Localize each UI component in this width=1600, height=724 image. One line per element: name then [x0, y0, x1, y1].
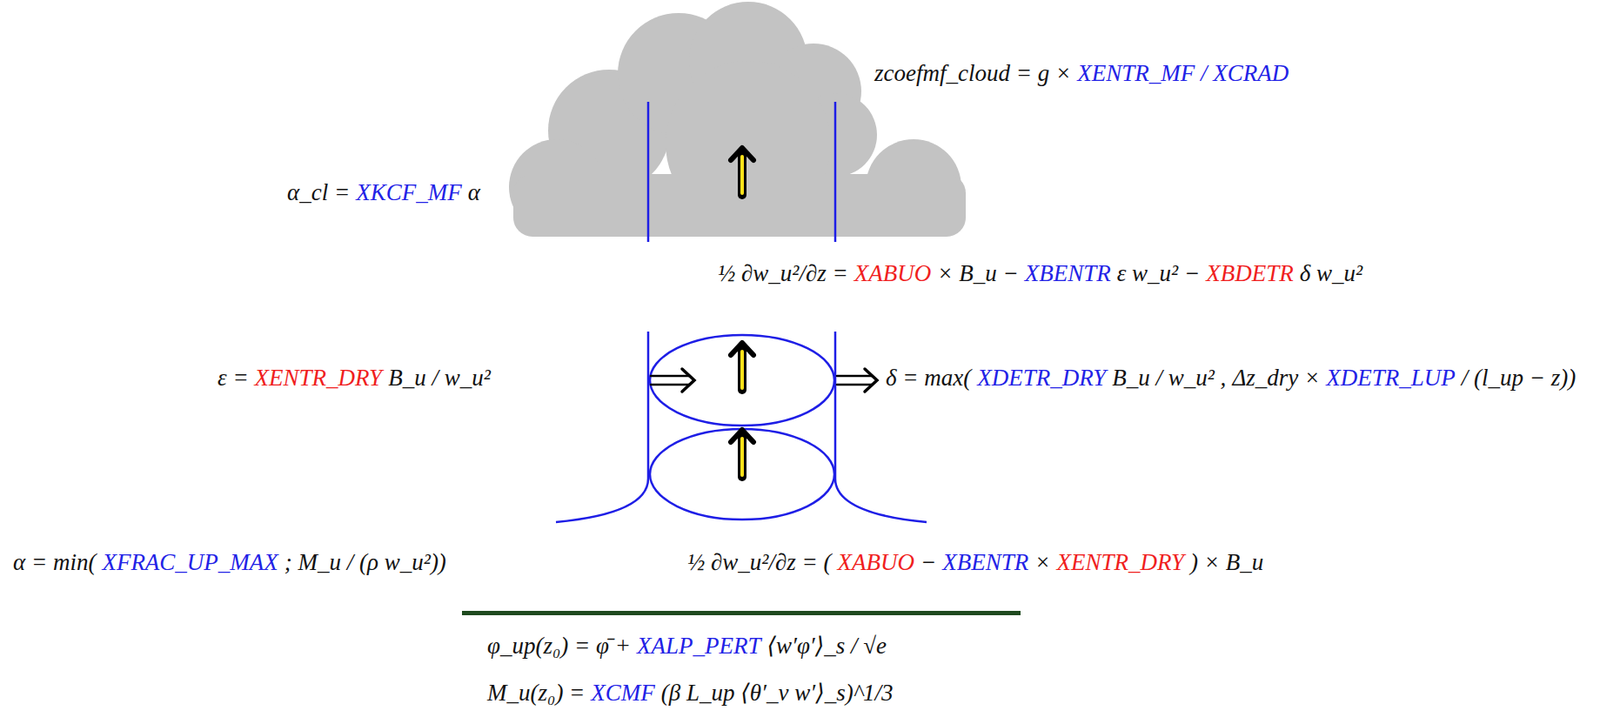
equation-term: (β L_up ⟨θ′_v w′⟩_s)^1/3 [661, 678, 894, 707]
equation-term: B_u / w_u² [388, 363, 491, 392]
parameter-name: XENTR_MF / XCRAD [1077, 59, 1289, 88]
parameter-name: XALP_PERT [636, 631, 762, 660]
equation: α = min(XFRAC_UP_MAX; M_u / (ρ w_u²)) [13, 548, 447, 576]
parameter-name: XFRAC_UP_MAX [101, 548, 278, 576]
equation-term: / (l_up − z)) [1461, 363, 1576, 392]
equation-term: α = min( [13, 548, 96, 576]
cloud [508, 1, 966, 237]
equation: ε =XENTR_DRYB_u / w_u² [217, 363, 491, 392]
equation: M_u(z₀) =XCMF(β L_up ⟨θ′_v w′⟩_s)^1/3 [487, 678, 894, 707]
equation: ½ ∂w_u²/∂z = (XABUO−XBENTR×XENTR_DRY) × … [687, 548, 1264, 576]
equation: ½ ∂w_u²/∂z =XABUO× B_u −XBENTRε w_u² −XB… [717, 259, 1363, 288]
parameter-name: XABUO [837, 548, 915, 576]
ground-line [461, 610, 1021, 616]
parameter-name: XBENTR [942, 548, 1029, 576]
equation-term: ½ ∂w_u²/∂z = [717, 259, 849, 288]
parameter-name: XDETR_LUP [1325, 363, 1456, 392]
parameter-name: XCMF [590, 678, 656, 707]
parameter-name: XKCF_MF [355, 178, 462, 207]
entrainment-arrows [650, 368, 877, 392]
equation-term: δ w_u² [1299, 259, 1363, 288]
equation-term: × [1034, 548, 1051, 576]
equation-term: × B_u − [937, 259, 1018, 288]
equation-term: α_cl = [287, 178, 350, 207]
equation-term: zcoefmf_cloud = g × [874, 59, 1072, 88]
equation-term: − [920, 548, 937, 576]
equation: zcoefmf_cloud = g ×XENTR_MF / XCRAD [874, 59, 1289, 88]
equation-term: ε w_u² − [1117, 259, 1200, 288]
equation-term: M_u(z₀) = [487, 678, 585, 707]
equation-term: B_u / w_u² , [1111, 363, 1226, 392]
parameter-name: XABUO [854, 259, 931, 288]
updraft-arrows [730, 147, 754, 477]
equation-term: ε = [217, 363, 249, 392]
equation-term: ; M_u / (ρ w_u²)) [284, 548, 447, 576]
equation-term: Δz_dry × [1231, 363, 1320, 392]
equation: φ_up(z₀) = φ̄ +XALP_PERT⟨w′φ′⟩_s / √e [487, 631, 887, 660]
equation-term: ⟨w′φ′⟩_s / √e [766, 631, 887, 660]
equation-term: φ_up(z₀) = φ̄ + [487, 631, 631, 660]
equation: α_cl =XKCF_MFα [287, 178, 481, 207]
updraft-walls [555, 101, 927, 523]
equation-term: ½ ∂w_u²/∂z = ( [687, 548, 832, 576]
equation-term: α [468, 178, 481, 207]
parameter-name: XBENTR [1024, 259, 1112, 288]
parameter-name: XBDETR [1205, 259, 1294, 288]
equation-term: δ = max( [885, 363, 971, 392]
equation: δ = max(XDETR_DRYB_u / w_u² ,Δz_dry ×XDE… [885, 363, 1576, 392]
equation-term: ) × B_u [1190, 548, 1264, 576]
parameter-name: XENTR_DRY [1056, 548, 1185, 576]
parameter-name: XENTR_DRY [254, 363, 383, 392]
parameter-name: XDETR_DRY [977, 363, 1106, 392]
